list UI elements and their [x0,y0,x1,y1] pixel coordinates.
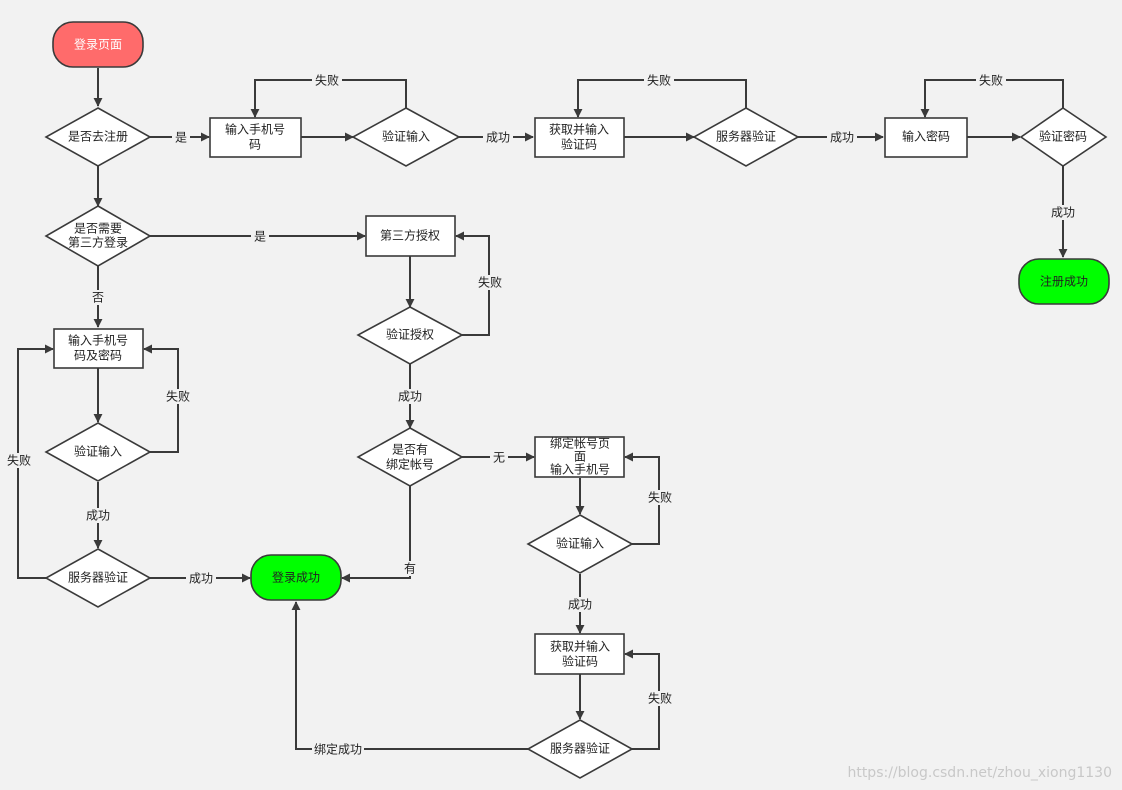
edge-bind-success [291,601,528,750]
login-page-terminal: 登录页面 [52,21,144,68]
third-auth-label: 第三方授权 [380,228,440,243]
bound-account-label-2: 绑定帐号 [386,457,434,472]
label-success-reg-password: 成功 [1051,206,1075,220]
label-success-auth: 成功 [398,390,422,404]
third-party-label-1: 是否需要 [74,222,122,236]
bound-account-label-1: 是否有 [392,443,428,457]
login-success-label: 登录成功 [272,570,320,585]
reg-password-box: 输入密码 [884,117,968,158]
bind-get-code-box: 获取并输入 验证码 [534,633,625,675]
reg-phone-box: 输入手机号 码 [209,117,302,158]
third-auth-box: 第三方授权 [365,215,456,257]
nodes: 登录页面 是否去注册 输入手机号 码 验证输入 获取并输入 验证码 服务器验证 [44,21,1110,779]
verify-auth-label: 验证授权 [386,327,434,342]
bind-verify-decision: 验证输入 [526,514,634,574]
login-page-label: 登录页面 [74,37,122,52]
bound-account-decision: 是否有 绑定帐号 [356,427,464,487]
label-fail-reg-password: 失败 [979,73,1003,88]
bind-server-decision: 服务器验证 [526,719,634,779]
label-fail-bind-verify: 失败 [648,490,672,505]
reg-verify-password-decision: 验证密码 [1019,107,1108,167]
bind-page-box: 绑定帐号页 面 输入手机号 [534,436,625,478]
third-party-label-2: 第三方登录 [68,235,128,250]
reg-verify-label: 验证输入 [382,129,430,144]
login-verify-label: 验证输入 [74,444,122,459]
register-decision: 是否去注册 [44,107,152,167]
label-yes-third: 是 [254,230,266,244]
bind-get-code-label-1: 获取并输入 [550,639,610,654]
login-phone-pwd-label-2: 码及密码 [74,348,122,363]
label-fail-bind-server: 失败 [648,691,672,706]
login-server-label: 服务器验证 [68,570,128,585]
watermark: https://blog.csdn.net/zhou_xiong1130 [847,765,1112,781]
label-fail-login-verify: 失败 [166,389,190,404]
login-verify-decision: 验证输入 [44,422,152,482]
bind-server-label: 服务器验证 [550,741,610,756]
edge-bound-has [341,486,411,583]
register-success-terminal: 注册成功 [1018,258,1110,305]
login-server-decision: 服务器验证 [44,548,152,608]
label-success-reg-server: 成功 [830,131,854,145]
login-phone-pwd-label-1: 输入手机号 [68,333,128,348]
login-phone-pwd-box: 输入手机号 码及密码 [53,328,144,369]
reg-get-code-box: 获取并输入 验证码 [534,117,625,158]
reg-phone-label-1: 输入手机号 [225,122,285,137]
reg-verify-password-label: 验证密码 [1039,129,1087,144]
register-decision-label: 是否去注册 [68,129,128,144]
bind-page-label-3: 输入手机号 [550,462,610,477]
label-none-bound: 无 [493,451,505,465]
label-fail-reg-phone: 失败 [315,73,339,88]
label-fail-auth: 失败 [478,275,502,290]
label-has-bound: 有 [404,562,416,576]
edge-labels: 是 失败 成功 失败 成功 失败 成功 是 否 失败 成功 无 有 失败 成功 … [4,73,1078,757]
reg-phone-label-2: 码 [249,138,261,152]
register-success-label: 注册成功 [1040,274,1088,289]
label-bind-success: 绑定成功 [314,742,362,757]
third-party-decision: 是否需要 第三方登录 [44,205,152,267]
reg-verify-decision: 验证输入 [351,107,461,167]
reg-password-label: 输入密码 [902,129,950,144]
bind-page-label-2: 面 [574,450,586,464]
login-success-terminal: 登录成功 [250,554,342,601]
label-fail-login-server: 失败 [7,453,31,468]
label-success-login-verify: 成功 [86,509,110,523]
reg-server-label: 服务器验证 [716,129,776,144]
label-no-third: 否 [92,291,104,305]
bind-get-code-label-2: 验证码 [562,654,598,669]
reg-server-decision: 服务器验证 [692,107,800,167]
bind-verify-label: 验证输入 [556,536,604,551]
label-fail-reg-code: 失败 [647,73,671,88]
bind-page-label-1: 绑定帐号页 [550,436,610,451]
label-success-bind-verify: 成功 [568,598,592,612]
reg-get-code-label-2: 验证码 [561,137,597,152]
verify-auth-decision: 验证授权 [356,306,464,365]
reg-get-code-label-1: 获取并输入 [549,122,609,137]
label-success-reg-verify: 成功 [486,131,510,145]
label-yes-register: 是 [175,131,187,145]
label-success-login-server: 成功 [189,572,213,586]
